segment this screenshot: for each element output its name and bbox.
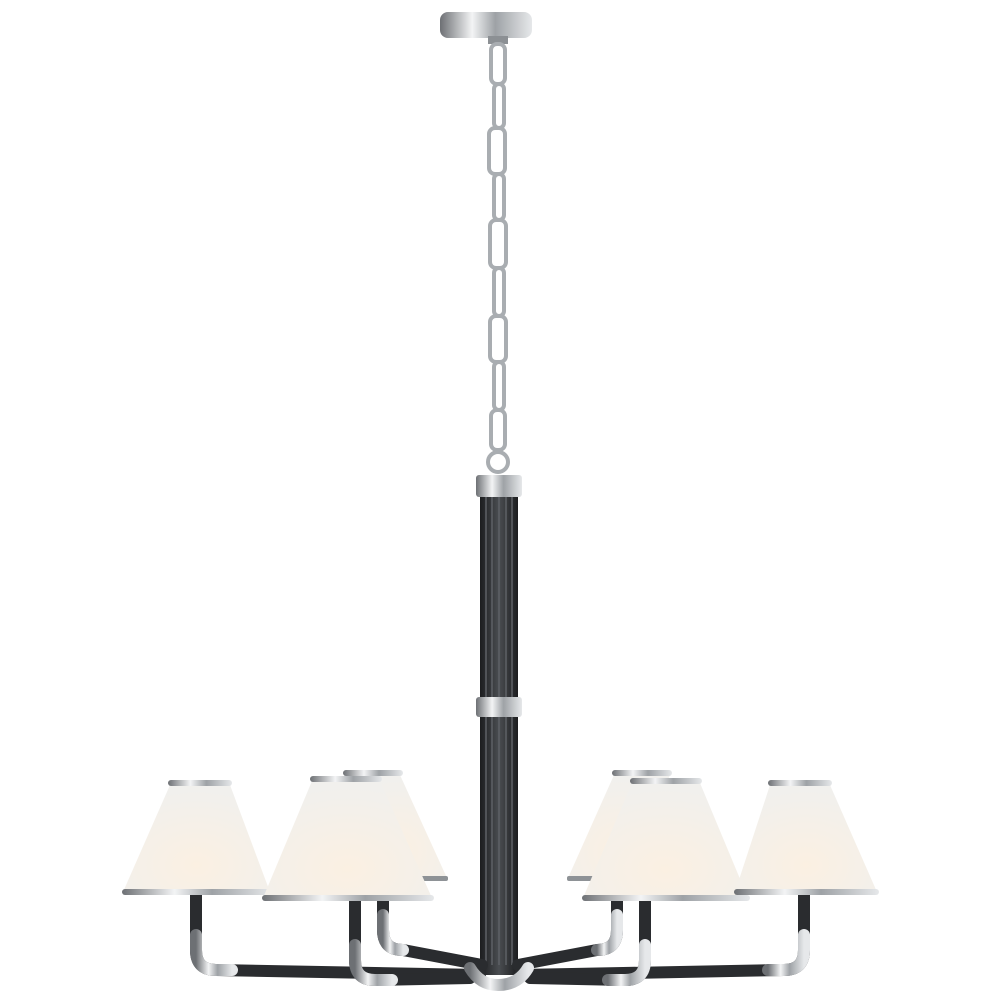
- center-stem: [476, 475, 522, 975]
- stem-band-top: [476, 475, 522, 497]
- lamp-shade-left-outer: [122, 780, 272, 895]
- lamp-shade-left-front: [262, 776, 434, 901]
- lamp-shade-right-outer: [734, 780, 879, 895]
- lamp-shade-right-front: [582, 778, 750, 901]
- arms: [190, 872, 810, 992]
- ceiling-canopy: [440, 12, 532, 44]
- chain: [486, 42, 510, 474]
- stem-band-middle: [476, 697, 522, 717]
